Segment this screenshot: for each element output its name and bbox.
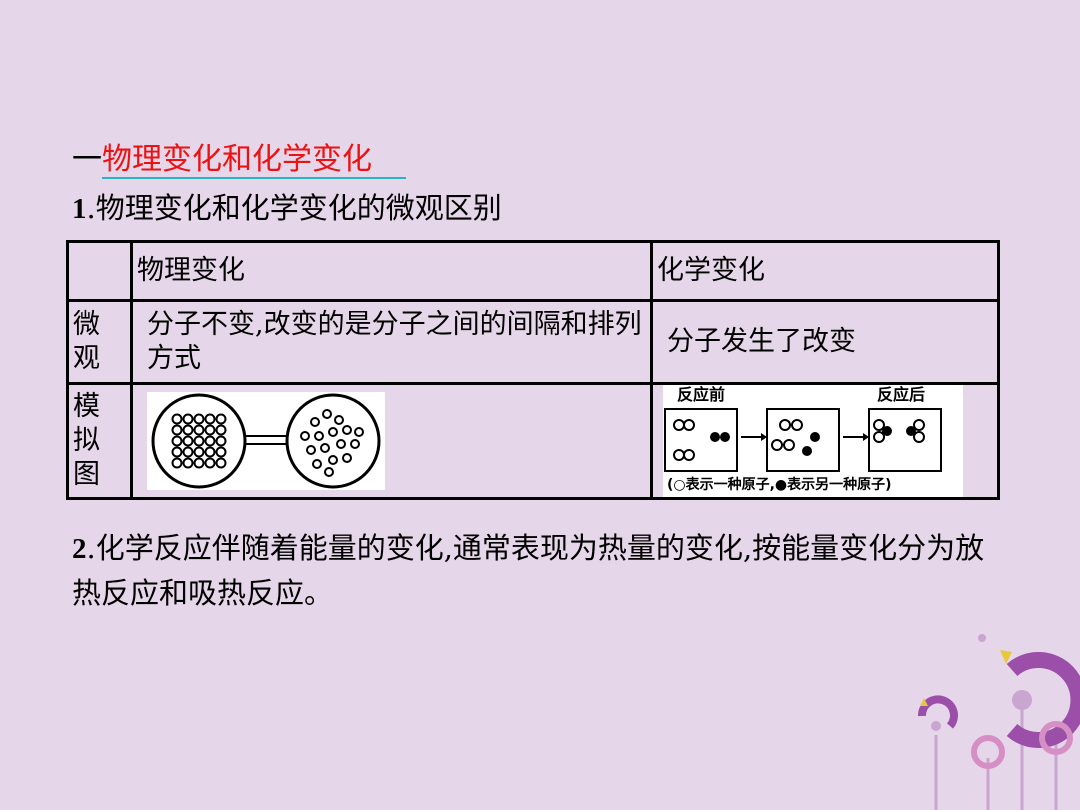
section-heading: 一物理变化和化学变化 <box>72 140 406 180</box>
atom <box>215 424 227 436</box>
sim-label: 模拟图 <box>66 382 133 500</box>
atom <box>182 457 194 469</box>
molecule-boxes <box>664 408 942 472</box>
atom <box>182 413 194 425</box>
atom <box>171 457 183 469</box>
subheading-1-number: 1 <box>72 193 87 225</box>
atom <box>193 413 205 425</box>
atom <box>215 457 227 469</box>
sim-after-label: 反应后 <box>877 385 926 404</box>
table-header-row: 物理变化 化学变化 <box>66 240 1000 302</box>
atom <box>215 446 227 458</box>
sim-physical-cell <box>130 382 653 500</box>
atom <box>204 457 216 469</box>
sim-before-label: 反应前 <box>677 385 726 404</box>
atom <box>215 413 227 425</box>
atom <box>171 424 183 436</box>
table-header-empty <box>66 240 133 302</box>
atom <box>204 413 216 425</box>
heading-title: 物理变化和化学变化 <box>102 142 406 179</box>
subheading-2-text: .化学反应伴随着能量的变化,通常表现为热量的变化,按能量变化分为放热反应和吸热反… <box>72 531 985 610</box>
atom <box>193 446 205 458</box>
atom <box>182 446 194 458</box>
atom <box>193 435 205 447</box>
subheading-1: 1.物理变化和化学变化的微观区别 <box>72 188 502 229</box>
table-header-physical: 物理变化 <box>130 240 653 302</box>
decorative-flower-graphic <box>918 634 1080 810</box>
atom <box>171 446 183 458</box>
micro-chemical-cell: 分子发生了改变 <box>650 299 1000 385</box>
micro-physical-cell: 分子不变,改变的是分子之间的间隔和排列方式 <box>130 299 653 385</box>
atom <box>193 424 205 436</box>
atom <box>182 435 194 447</box>
table-row-simulation: 模拟图 反应前 反应 <box>66 382 1000 500</box>
micro-label: 微观 <box>66 299 133 385</box>
subheading-2-number: 2 <box>72 533 87 565</box>
atom <box>215 435 227 447</box>
comparison-table: 物理变化 化学变化 微观 分子不变,改变的是分子之间的间隔和排列方式 分子发生了… <box>66 240 1000 500</box>
sim-legend: (○表示一种原子,●表示另一种原子) <box>667 477 892 493</box>
atom <box>193 457 205 469</box>
atom <box>204 446 216 458</box>
table-header-chemical: 化学变化 <box>650 240 1000 302</box>
atom <box>171 435 183 447</box>
table-row-micro: 微观 分子不变,改变的是分子之间的间隔和排列方式 分子发生了改变 <box>66 299 1000 385</box>
chemical-change-diagram: 反应前 反应后 <box>663 385 963 497</box>
atom <box>182 424 194 436</box>
physical-change-diagram <box>147 392 385 490</box>
atom <box>171 413 183 425</box>
atom <box>204 435 216 447</box>
subheading-2: 2.化学反应伴随着能量的变化,通常表现为热量的变化,按能量变化分为放热反应和吸热… <box>72 526 1012 615</box>
subheading-1-text: .物理变化和化学变化的微观区别 <box>86 191 502 225</box>
heading-prefix: 一 <box>72 142 102 177</box>
sim-chemical-cell: 反应前 反应后 <box>650 382 1000 500</box>
atom <box>204 424 216 436</box>
